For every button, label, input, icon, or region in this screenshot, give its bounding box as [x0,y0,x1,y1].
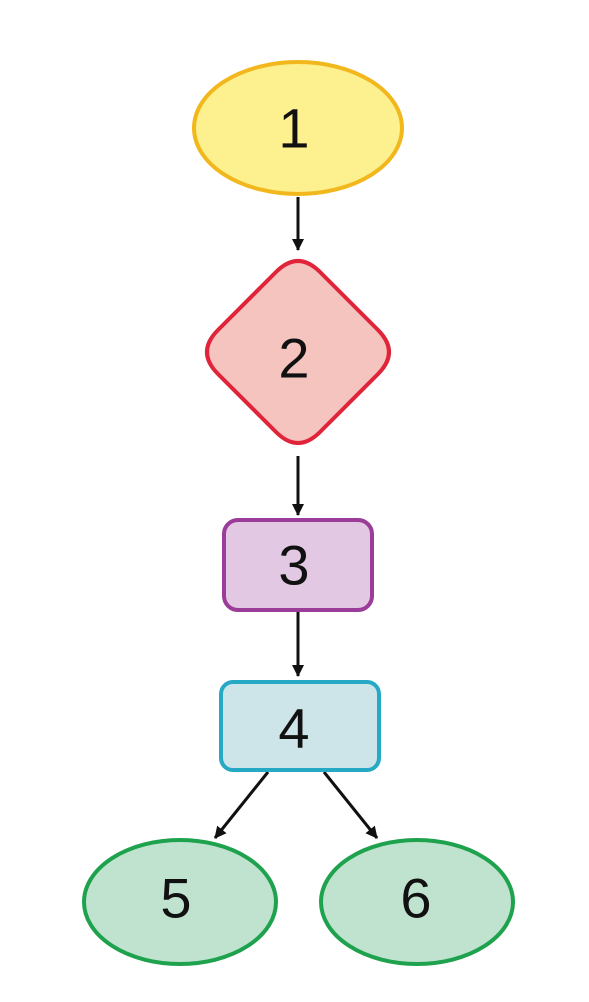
node-6-shape [319,838,515,966]
node-5-label: 5 [160,867,191,930]
edge-4-to-5 [213,771,270,839]
node-2: 2 [205,259,391,445]
node-5: 5 [82,838,278,966]
edges [213,197,379,839]
node-6: 6 [319,838,515,966]
node-3-label: 3 [278,534,309,597]
node-4: 4 [219,680,381,772]
node-1: 1 [192,60,404,196]
node-4-shape [219,680,381,772]
node-1-label: 1 [278,97,309,160]
node-4-label: 4 [278,697,309,760]
node-2-label: 2 [278,327,309,390]
node-5-shape [82,838,278,966]
node-6-label: 6 [400,867,431,930]
edge-4-to-6 [322,771,379,839]
node-3-shape [222,518,374,612]
node-1-shape [192,60,404,196]
node-2-shape [205,259,391,445]
node-3: 3 [222,518,374,612]
